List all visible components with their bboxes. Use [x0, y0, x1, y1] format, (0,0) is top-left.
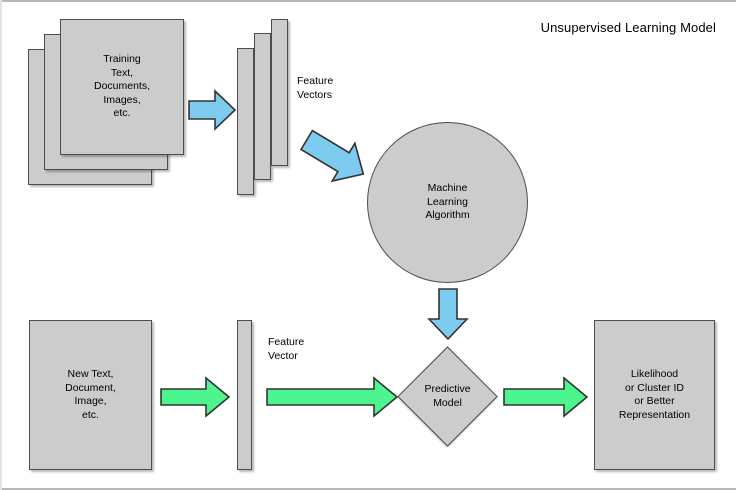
training-document-label: Training Text, Documents, Images, etc. — [93, 53, 151, 120]
blue-arrow-docs-to-vectors — [188, 89, 237, 131]
prediction-feature-vector-caption: Feature Vector — [268, 336, 305, 362]
frame-top-border — [0, 0, 736, 2]
green-arrow-input-to-vector — [160, 376, 231, 418]
training-feature-vector-bar-2 — [254, 33, 271, 180]
predictive-model-label: Predictive Model — [424, 383, 471, 409]
diagram-title: Unsupervised Learning Model — [540, 20, 716, 35]
blue-arrow-algorithm-to-model — [427, 288, 469, 341]
green-arrow-model-to-output — [503, 376, 589, 418]
frame-left-border — [0, 0, 2, 490]
frame-bottom-border — [0, 488, 736, 490]
training-feature-vector-bar-3 — [271, 19, 288, 166]
predictive-model-node: Predictive Model — [397, 346, 498, 447]
prediction-feature-vector-bar — [237, 320, 252, 470]
training-feature-vectors-caption: Feature Vectors — [297, 75, 334, 101]
new-input-document-label: New Text, Document, Image, etc. — [65, 368, 116, 421]
output-node: Likelihood or Cluster ID or Better Repre… — [594, 320, 715, 470]
machine-learning-algorithm-label: Machine Learning Algorithm — [425, 182, 470, 222]
training-document-sheet-front: Training Text, Documents, Images, etc. — [60, 19, 184, 155]
output-label: Likelihood or Cluster ID or Better Repre… — [618, 368, 691, 421]
training-feature-vector-bar-1 — [237, 48, 254, 195]
green-arrow-vector-to-model — [266, 376, 399, 418]
blue-arrow-vectors-to-algorithm — [299, 128, 371, 186]
new-input-document-node: New Text, Document, Image, etc. — [29, 320, 152, 470]
machine-learning-algorithm-node: Machine Learning Algorithm — [367, 122, 528, 283]
